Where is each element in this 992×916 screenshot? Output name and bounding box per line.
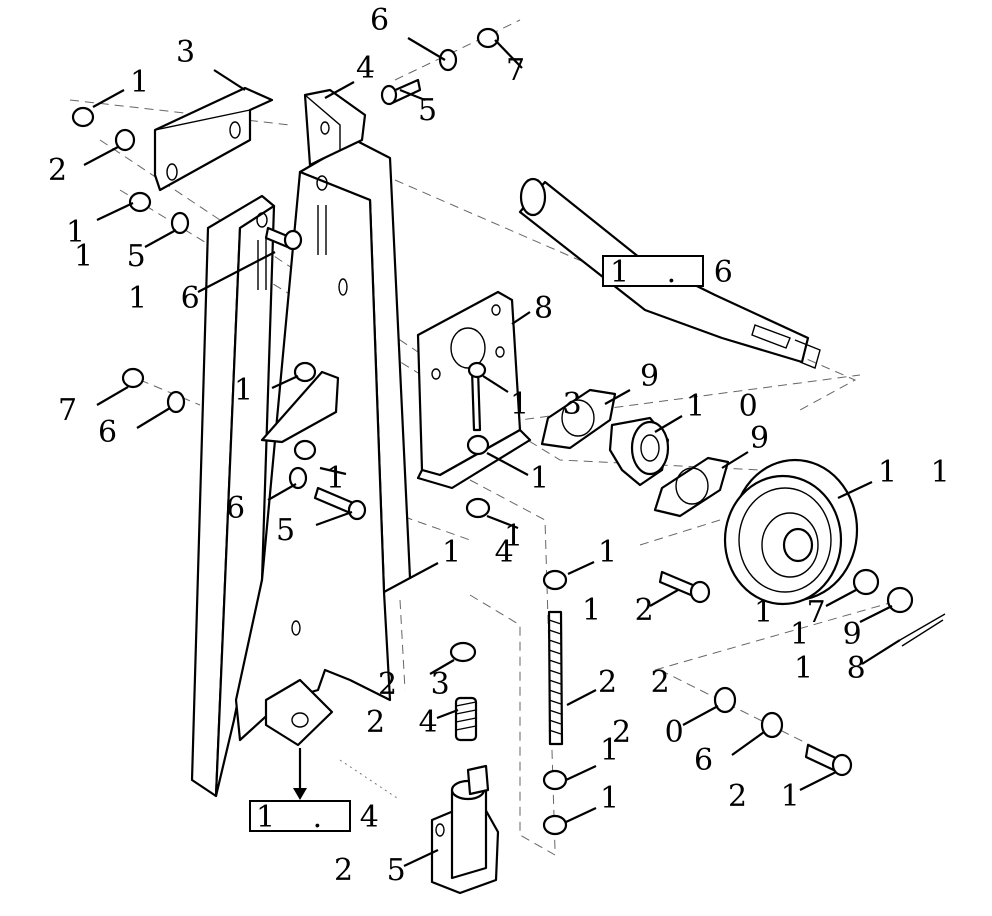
callout-1-bracket2: 1 xyxy=(326,461,357,496)
motor-plate-part-8 xyxy=(416,290,532,490)
leader-lines xyxy=(83,37,901,867)
callout-6-mid: 6 xyxy=(226,491,257,526)
small-bracket-left xyxy=(260,370,340,747)
callout-16: 1 6 xyxy=(128,281,212,316)
callout-5-top: 5 xyxy=(418,93,449,128)
callout-1-bracket: 1 xyxy=(234,373,265,408)
reference-arrow xyxy=(293,748,307,800)
callout-9b: 9 xyxy=(750,421,781,456)
callout-13: 1 3 xyxy=(510,387,594,422)
callout-6-left: 6 xyxy=(98,415,129,450)
callout-20: 2 0 xyxy=(612,715,696,750)
callout-1-nut-top: 1 xyxy=(598,535,629,570)
callout-19: 1 9 xyxy=(790,617,874,652)
callout-10: 1 0 xyxy=(686,389,770,424)
callout-5-mid: 5 xyxy=(276,513,307,548)
reference-box-bottom-label: 1 . 4 xyxy=(256,800,393,835)
bearing-part-10 xyxy=(608,416,670,487)
callout-24: 2 4 xyxy=(366,705,450,740)
callout-4: 4 xyxy=(356,51,387,86)
hex-nuts xyxy=(71,27,568,836)
callout-6-top: 6 xyxy=(370,3,401,38)
callout-9a: 9 xyxy=(640,359,671,394)
callout-22: 2 2 xyxy=(598,665,682,700)
callout-1-nut-bottom: 1 xyxy=(600,781,631,816)
callout-15: 1 5 xyxy=(74,239,158,274)
castle-nut-and-pin xyxy=(886,586,946,647)
reference-box-bottom: 1 . 4 xyxy=(249,800,393,835)
bearing-flange-part-9a xyxy=(540,388,617,450)
callout-1-bracket3: 1 xyxy=(504,519,535,554)
callout-18: 1 8 xyxy=(794,651,878,686)
threaded-rod-part-22 xyxy=(547,610,564,746)
reference-box-top-label: 1 . 6 xyxy=(610,255,747,290)
callout-1-topleft: 1 xyxy=(130,65,161,100)
callout-25: 2 5 xyxy=(334,853,418,888)
callout-17: 1 7 xyxy=(754,595,838,630)
bracket-part-4 xyxy=(303,88,367,167)
callout-2: 2 xyxy=(48,153,79,188)
callout-11: 1 1 xyxy=(878,455,962,490)
callout-7-left: 7 xyxy=(58,393,89,428)
callout-3: 3 xyxy=(176,35,207,70)
callout-7-top: 7 xyxy=(506,53,537,88)
reference-box-top: 1 . 6 xyxy=(602,255,747,290)
bolts xyxy=(264,78,853,777)
callout-1-nut-mid: 1 xyxy=(600,733,631,768)
washers xyxy=(114,48,880,739)
callout-21: 2 1 xyxy=(728,779,812,814)
bracket-part-3 xyxy=(153,86,274,192)
pulley-part-11 xyxy=(723,458,859,606)
callout-6-right: 6 xyxy=(694,743,725,778)
callout-14: 1 4 xyxy=(442,535,526,570)
bearing-flange-part-9b xyxy=(653,456,730,518)
callout-1-mid: 1 xyxy=(530,461,561,496)
pedestal-part-25 xyxy=(430,764,500,895)
callout-12: 1 2 xyxy=(582,593,666,628)
callout-1-left: 1 xyxy=(66,215,97,250)
callout-23: 2 3 xyxy=(378,667,462,702)
callout-8: 8 xyxy=(534,291,565,326)
spring-part-24 xyxy=(454,696,478,742)
callout-labels: 3 6 7 1 4 5 2 1 1 5 1 6 8 9 1 3 1 0 9 1 … xyxy=(48,3,962,888)
